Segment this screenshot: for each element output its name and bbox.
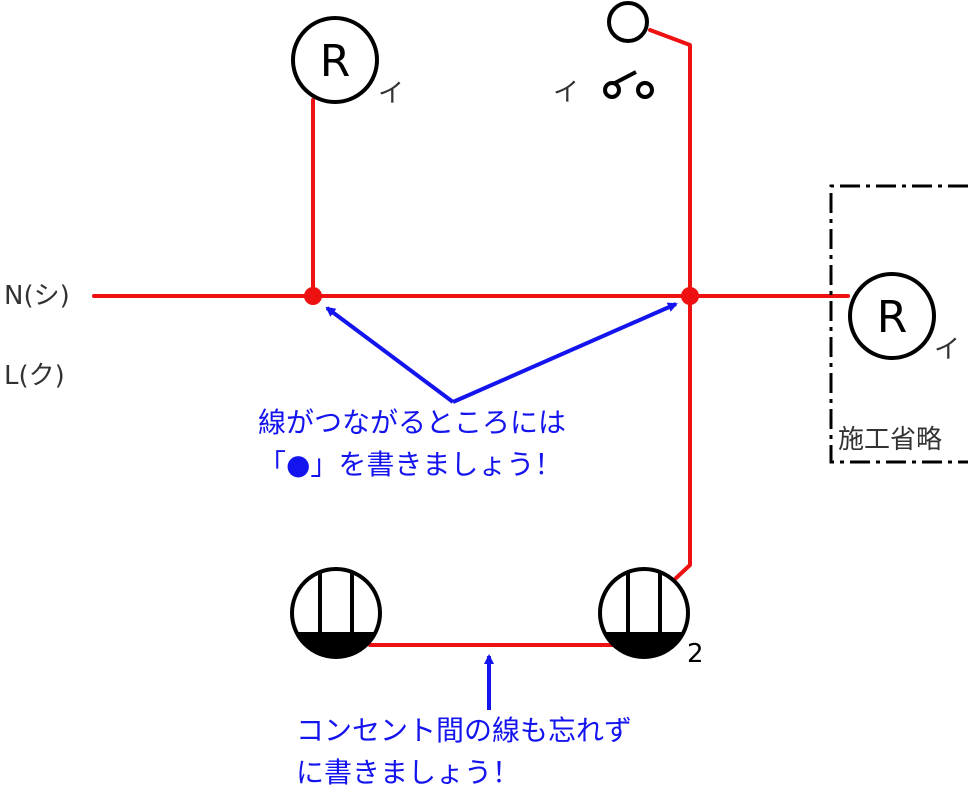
omitted-area-label: 施工省略 [838, 425, 942, 455]
neutral-line-label: N(シ) [4, 281, 70, 311]
lamp-symbol-letter: R [877, 292, 908, 343]
junction-note-line1: 線がつながるところには [258, 406, 566, 439]
wires [92, 28, 850, 647]
lamp-symbol-letter: R [320, 36, 351, 87]
switch-circuit-tag: イ [553, 78, 579, 108]
junction-dot [304, 287, 322, 305]
outlet-note-line1: コンセント間の線も忘れず [296, 714, 632, 747]
outlet-note-line2: に書きましょう！ [296, 756, 520, 789]
annotation-arrows [325, 302, 678, 710]
omitted-area-border [829, 184, 968, 464]
junction-dot [681, 287, 699, 305]
lamp-symbol: R [291, 16, 379, 104]
junction-note-line2: 「●」を書きましょう！ [258, 448, 562, 481]
outlet-count-label: 2 [687, 639, 704, 669]
live-line-label: L(ク) [4, 361, 65, 391]
junction-arrow-right [452, 302, 678, 404]
lamp-symbol: R [848, 272, 936, 360]
lamp-circuit-tag: イ [934, 335, 960, 365]
switch-symbol-icon [603, 70, 654, 99]
junction-arrow-left [325, 306, 455, 404]
switch-top-terminal-icon [607, 1, 649, 43]
lamp-circuit-tag: イ [378, 79, 404, 109]
outlet-symbol [290, 567, 382, 659]
